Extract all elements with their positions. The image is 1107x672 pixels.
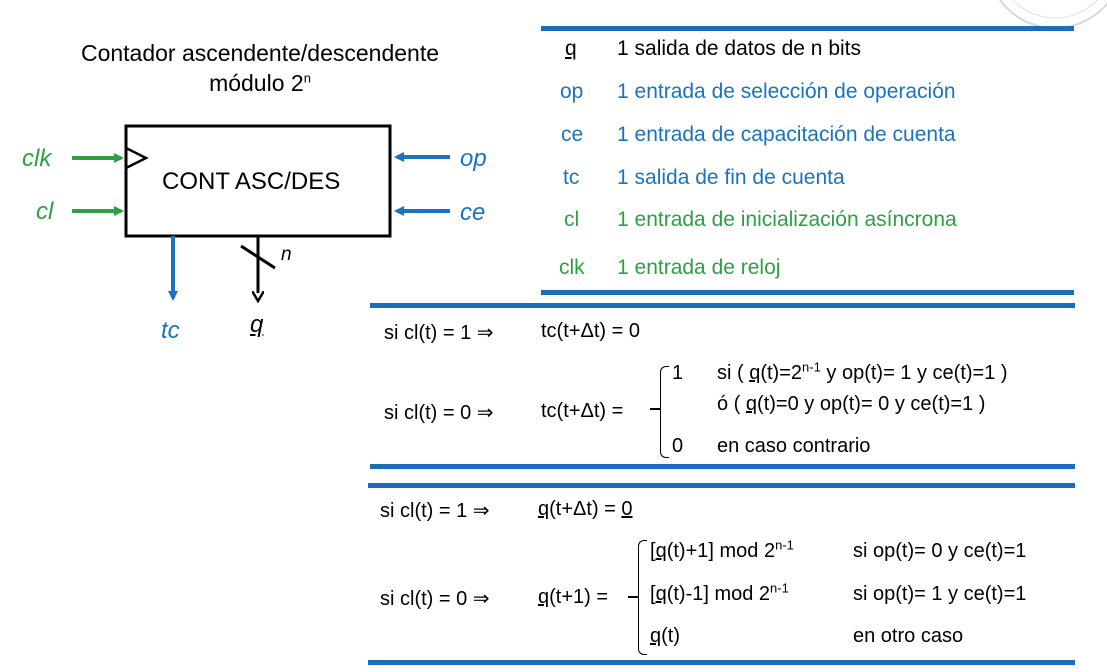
signal-name-cl: cl <box>564 208 580 231</box>
signal-name-tc: tc <box>563 166 580 189</box>
tc-case1-value: 1 <box>672 362 684 384</box>
tc-eq-bottom-rule <box>370 464 1075 469</box>
q-cases-brace <box>638 540 647 655</box>
title-line2: módulo 2n <box>209 70 311 96</box>
q-case1-cond: si op(t)= 0 y ce(t)=1 <box>853 540 1027 562</box>
tc-row1-result: tc(t+Δt) = 0 <box>541 320 640 342</box>
q-row1-result: q(t+Δt) = 0 <box>538 498 633 520</box>
tc-row2-cond: si cl(t) = 0 ⇒ <box>384 402 494 424</box>
signal-name-op: op <box>560 80 584 103</box>
tc-case1-line-b: ó ( q(t)=0 y op(t)= 0 y ce(t)=1 ) <box>717 393 986 415</box>
tc-label: tc <box>161 317 180 344</box>
signal-desc-cl: 1 entrada de inicialización asíncrona <box>617 208 957 231</box>
diagram-title: Contador ascendente/descendente módulo 2… <box>40 38 480 98</box>
q-case2-cond: si op(t)= 1 y ce(t)=1 <box>853 583 1027 605</box>
signal-desc-clk: 1 entrada de reloj <box>617 256 781 279</box>
signal-desc-ce: 1 entrada de capacitación de cuenta <box>617 123 956 146</box>
signal-table-top-rule <box>541 26 1074 31</box>
q-label: q <box>250 311 264 338</box>
q-case3-expr: q(t) <box>650 625 681 647</box>
q-row1-cond: si cl(t) = 1 ⇒ <box>380 500 490 522</box>
signal-name-ce: ce <box>561 123 584 146</box>
q-case2-expr: [q(t)-1] mod 2n-1 <box>650 580 789 605</box>
tc-cases-brace <box>660 366 669 458</box>
tc-case2-value: 0 <box>672 435 684 457</box>
counter-block-diagram <box>72 124 450 360</box>
q-eq-bottom-rule <box>368 660 1075 665</box>
tc-case2-text: en caso contrario <box>717 435 871 457</box>
signal-name-clk: clk <box>559 256 585 279</box>
q-row2-cond: si cl(t) = 0 ⇒ <box>380 588 490 610</box>
bus-slash <box>240 244 276 270</box>
signal-table-bottom-rule <box>541 290 1074 295</box>
q-case3-cond: en otro caso <box>853 625 964 647</box>
tc-case1-line-a: si ( q(t)=2n-1 y op(t)= 1 y ce(t)=1 ) <box>717 359 1008 384</box>
bus-width-label: n <box>281 244 292 265</box>
tc-row2-lhs: tc(t+Δt) = <box>541 400 624 422</box>
q-brace-tip <box>628 596 639 598</box>
signal-desc-op: 1 entrada de selección de operación <box>617 80 956 103</box>
title-line1: Contador ascendente/descendente <box>80 40 440 66</box>
cl-label: cl <box>36 198 54 225</box>
signal-desc-tc: 1 salida de fin de cuenta <box>617 166 845 189</box>
op-label: op <box>460 145 487 172</box>
clock-triangle-icon <box>125 146 149 170</box>
tc-row1-cond: si cl(t) = 1 ⇒ <box>384 322 494 344</box>
signal-desc-q: 1 salida de datos de n bits <box>617 37 862 60</box>
signal-name-q: q <box>565 37 577 60</box>
block-label: CONT ASC/DES <box>162 168 341 195</box>
tc-brace-tip <box>650 408 661 410</box>
ce-label: ce <box>460 199 486 226</box>
q-case1-expr: [q(t)+1] mod 2n-1 <box>650 537 794 562</box>
q-eq-top-rule <box>368 483 1075 488</box>
tc-eq-top-rule <box>370 303 1075 308</box>
counter-box <box>124 124 392 238</box>
q-row2-lhs: q(t+1) = <box>538 586 609 608</box>
clk-label: clk <box>22 145 52 172</box>
